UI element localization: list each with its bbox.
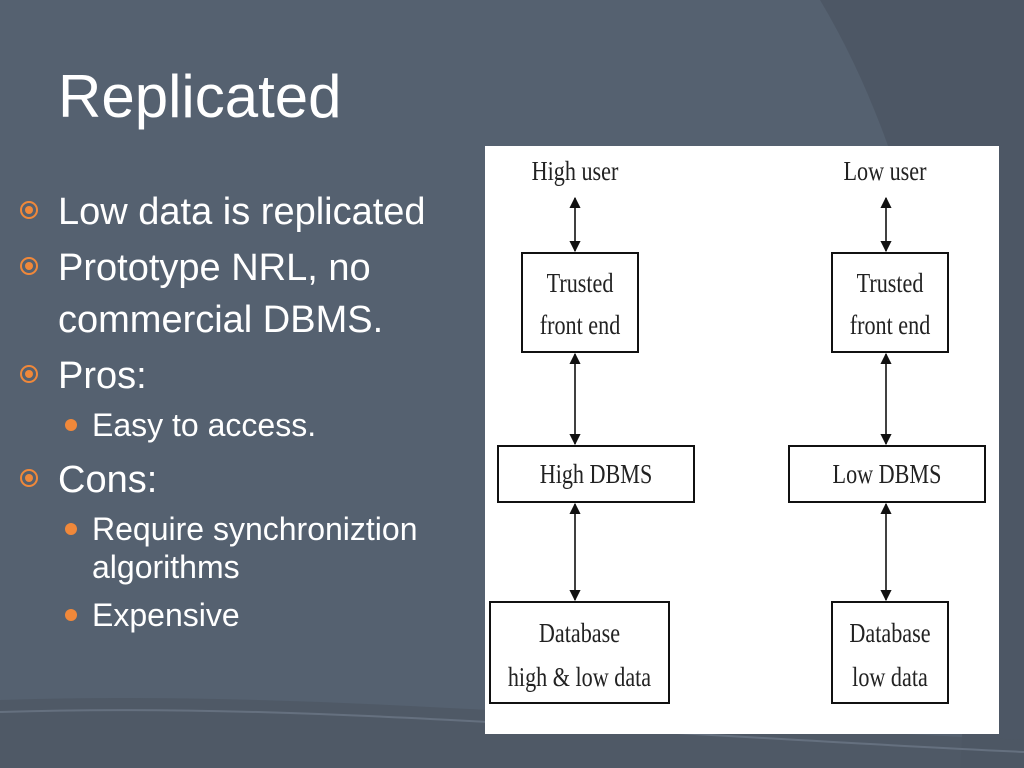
sub-bullet-text-line2: algorithms — [92, 549, 240, 585]
bullet-prototype: Prototype NRL, no commercial DBMS. — [20, 242, 480, 346]
right-frontend-label-line2: front end — [849, 310, 931, 340]
circle-bullet-icon — [20, 365, 38, 383]
left-database-label-line1: Database — [538, 618, 621, 648]
left-dbms-label: High DBMS — [539, 459, 653, 489]
sub-bullet-expensive: Expensive — [20, 596, 480, 634]
left-frontend-box — [521, 252, 639, 353]
right-database-label-line1: Database — [849, 618, 931, 648]
bullet-text: Cons: — [58, 459, 158, 501]
dot-bullet-icon — [65, 523, 77, 535]
bullet-text-line1: Prototype NRL, no — [58, 247, 371, 289]
left-frontend-label-line2: front end — [539, 310, 621, 340]
bullet-text: Pros: — [58, 355, 147, 397]
left-user-label: High user — [531, 156, 619, 186]
diagram-shapes — [489, 196, 986, 704]
right-database-box — [831, 601, 949, 704]
right-frontend-box — [831, 252, 949, 353]
dot-bullet-icon — [65, 419, 77, 431]
sub-bullet-text-line1: Require synchroniztion — [92, 511, 418, 547]
left-frontend-label-line1: Trusted — [546, 268, 614, 298]
right-dbms-box — [788, 445, 986, 503]
right-dbms-label: Low DBMS — [832, 459, 942, 489]
bullet-text: Low data is replicated — [58, 191, 426, 233]
sub-bullet-text: Easy to access. — [92, 407, 317, 443]
bullet-list: Low data is replicated Prototype NRL, no… — [20, 186, 480, 644]
bullet-pros: Pros: — [20, 350, 480, 402]
sub-bullet-sync: Require synchroniztion algorithms — [20, 510, 480, 586]
right-database-label-line2: low data — [852, 662, 928, 692]
circle-bullet-icon — [20, 257, 38, 275]
circle-bullet-icon — [20, 469, 38, 487]
sub-bullet-text: Expensive — [92, 597, 240, 633]
bullet-low-data: Low data is replicated — [20, 186, 480, 238]
left-database-box — [489, 601, 670, 704]
left-dbms-box — [497, 445, 695, 503]
sub-bullet-easy-access: Easy to access. — [20, 406, 480, 444]
left-database-label-line2: high & low data — [507, 662, 652, 692]
slide-title: Replicated — [58, 63, 342, 130]
right-frontend-label-line1: Trusted — [856, 268, 924, 298]
architecture-diagram: High user Trusted front end High DBMS Da… — [485, 146, 999, 734]
right-user-label: Low user — [843, 156, 927, 186]
bullet-cons: Cons: — [20, 454, 480, 506]
circle-bullet-icon — [20, 201, 38, 219]
dot-bullet-icon — [65, 609, 77, 621]
bullet-text-line2: commercial DBMS. — [58, 299, 384, 341]
